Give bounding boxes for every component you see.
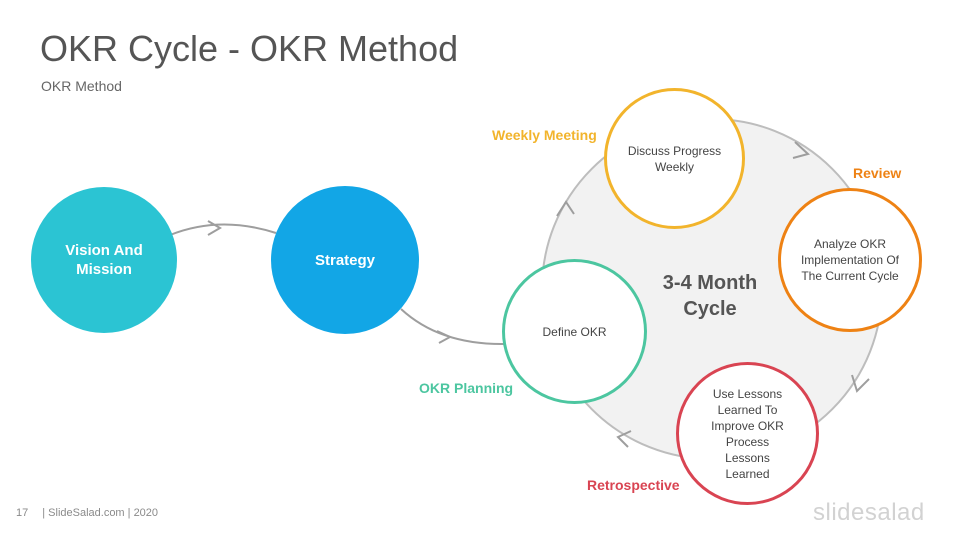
- cycle-arrow: [616, 430, 632, 448]
- slidesalad-logo: slidesalad: [813, 499, 925, 526]
- footer: 17 | SlideSalad.com | 2020: [16, 507, 158, 519]
- discuss-circle: Discuss Progress Weekly: [604, 88, 745, 229]
- cycle-center-label: 3-4 Month Cycle: [662, 272, 758, 320]
- lessons-circle: Use Lessons Learned To Improve OKR Proce…: [676, 362, 819, 505]
- okr-planning-label: OKR Planning: [419, 380, 514, 396]
- analyze-circle: Analyze OKR Implementation Of The Curren…: [778, 188, 922, 332]
- arrow-head: [436, 330, 453, 344]
- page-subtitle: OKR Method: [41, 78, 122, 94]
- define-okr-text: Define OKR: [542, 324, 607, 339]
- cycle-arrow: [556, 200, 575, 217]
- strategy-label: Strategy: [314, 251, 376, 269]
- define-okr-circle: Define OKR: [502, 259, 647, 404]
- lessons-text: Use Lessons Learned To Improve OKR Proce…: [711, 386, 784, 481]
- page-title: OKR Cycle - OKR Method: [40, 28, 459, 69]
- vision-circle: Vision And Mission: [31, 187, 177, 333]
- arrow-head: [207, 220, 222, 236]
- analyze-text: Analyze OKR Implementation Of The Curren…: [800, 237, 900, 283]
- connector-vision-strategy: [169, 223, 277, 236]
- review-label: Review: [853, 165, 902, 181]
- footer-source: | SlideSalad.com | 2020: [42, 507, 159, 519]
- vision-label: Vision And Mission: [65, 242, 143, 278]
- discuss-text: Discuss Progress Weekly: [627, 143, 722, 174]
- retrospective-label: Retrospective: [587, 477, 680, 493]
- strategy-circle: Strategy: [271, 186, 419, 334]
- connector-strategy-define: [400, 308, 506, 346]
- cycle-arrow: [851, 374, 870, 393]
- weekly-meeting-label: Weekly Meeting: [492, 127, 597, 143]
- cycle-arrow: [792, 141, 811, 159]
- page-number: 17: [16, 507, 29, 519]
